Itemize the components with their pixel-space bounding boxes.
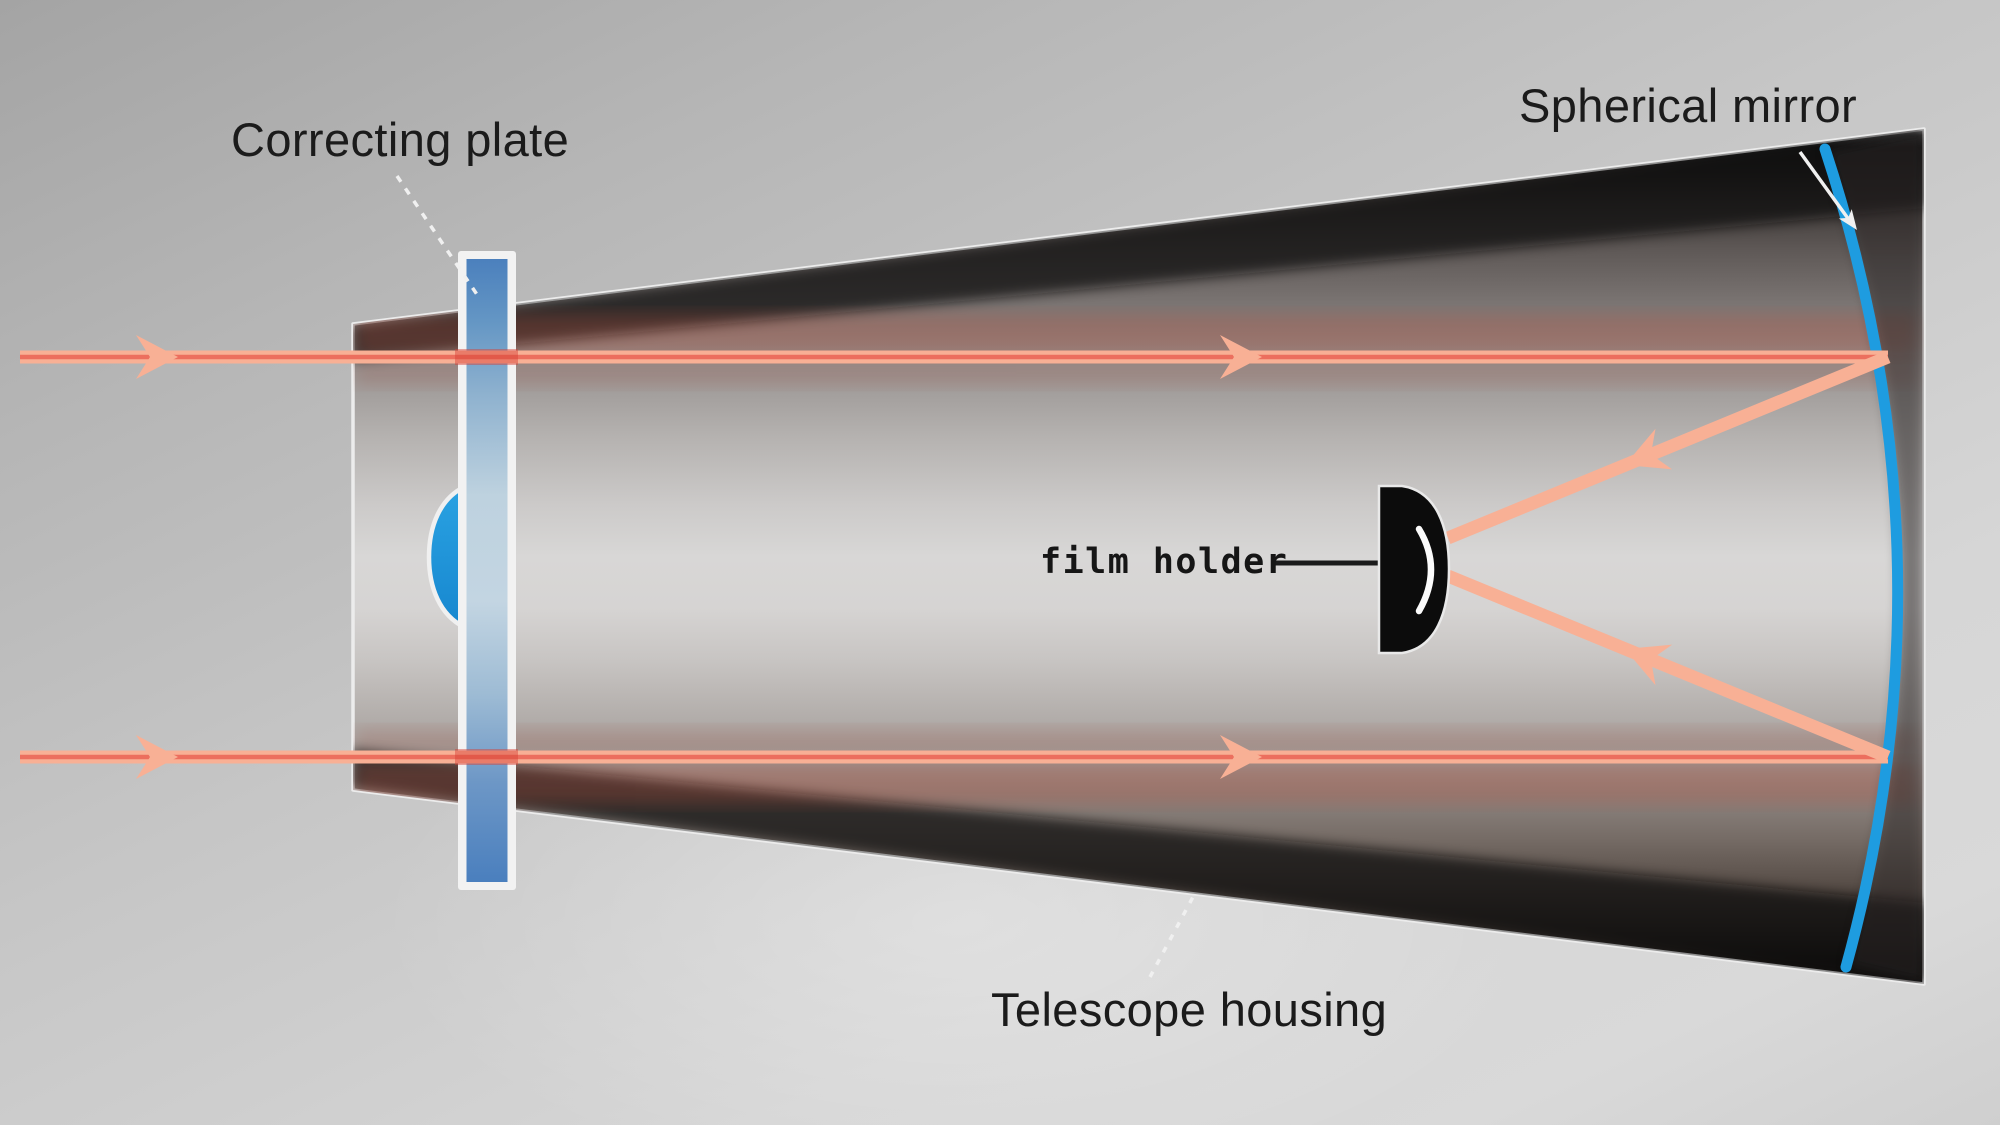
film-holder-body [1377,484,1451,655]
telescope-housing-leader-line [1148,896,1195,978]
correcting-lens-disc [426,484,467,630]
ray-bottom-reflected-outer [1445,569,1891,764]
correcting-plate-leader-line [395,175,480,297]
housing-bottom-rim-shadow [353,750,1924,984]
spherical-mirror-leader-line [1798,150,1854,226]
telescope-housing-label: Telescope housing [991,983,1388,1036]
spherical-mirror-label: Spherical mirror [1519,79,1858,132]
mirror-back-shadow [1826,129,1924,984]
spherical-mirror-leader-arrowhead [1838,209,1857,230]
ray-top-reflected-outer [1445,350,1891,545]
housing-top-rim-shadow [353,129,1924,360]
film-surface-crescent [1415,525,1435,615]
light-rays [20,335,1891,779]
ray-reflection-glow-bottom [356,762,1916,804]
correcting-plate-label: Correcting plate [231,113,570,166]
ray-reflection-glow-top [356,314,1916,356]
ray-plate-tint-bottom [455,749,518,765]
film-holder-label: film holder [1040,542,1289,582]
ray-plate-tint-top [455,349,518,365]
ray-reflection-glow-top-under [356,360,1916,386]
ray-reflection-glow-bottom-over [356,728,1916,754]
spherical-mirror-arc [1819,143,1904,973]
